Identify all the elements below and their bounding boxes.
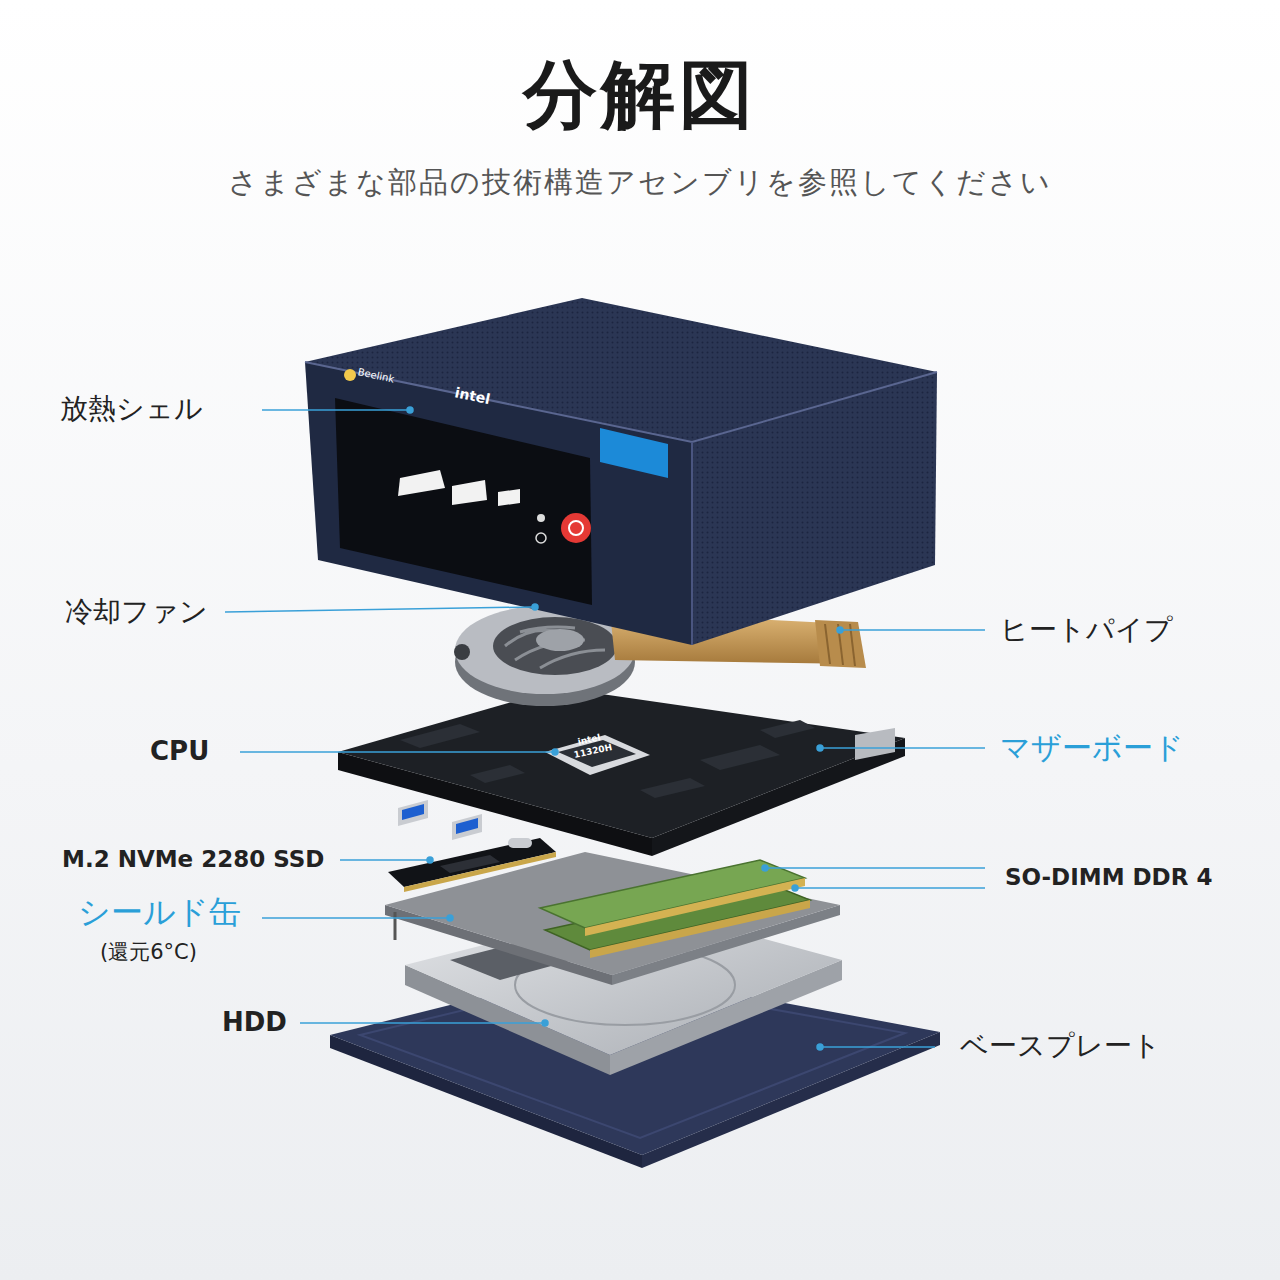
part-label: CPU (150, 737, 209, 767)
nvme-ssd (388, 838, 556, 892)
part-label: ベースプレート (960, 1030, 1161, 1062)
leader-lines (225, 407, 985, 1050)
part-label: 放熱シェル (60, 393, 203, 425)
subtitle: さまざまな部品の技術構造アセンブリを参照してください (0, 166, 1280, 199)
heat-sink-shell (305, 298, 937, 645)
part-label: SO-DIMM DDR 4 (1005, 864, 1212, 890)
part-label: HDD (222, 1008, 287, 1038)
part-label: ヒートパイプ (1000, 614, 1173, 646)
shield-can (385, 852, 840, 985)
part-label: マザーボード (1000, 731, 1184, 766)
part-label: 冷却ファン (65, 596, 208, 628)
part-label: シールド缶 (78, 894, 241, 931)
motherboard (338, 688, 905, 856)
title: 分解図 (0, 52, 1280, 137)
part-label: M.2 NVMe 2280 SSD (62, 846, 324, 872)
note: (還元6°C) (100, 940, 197, 964)
